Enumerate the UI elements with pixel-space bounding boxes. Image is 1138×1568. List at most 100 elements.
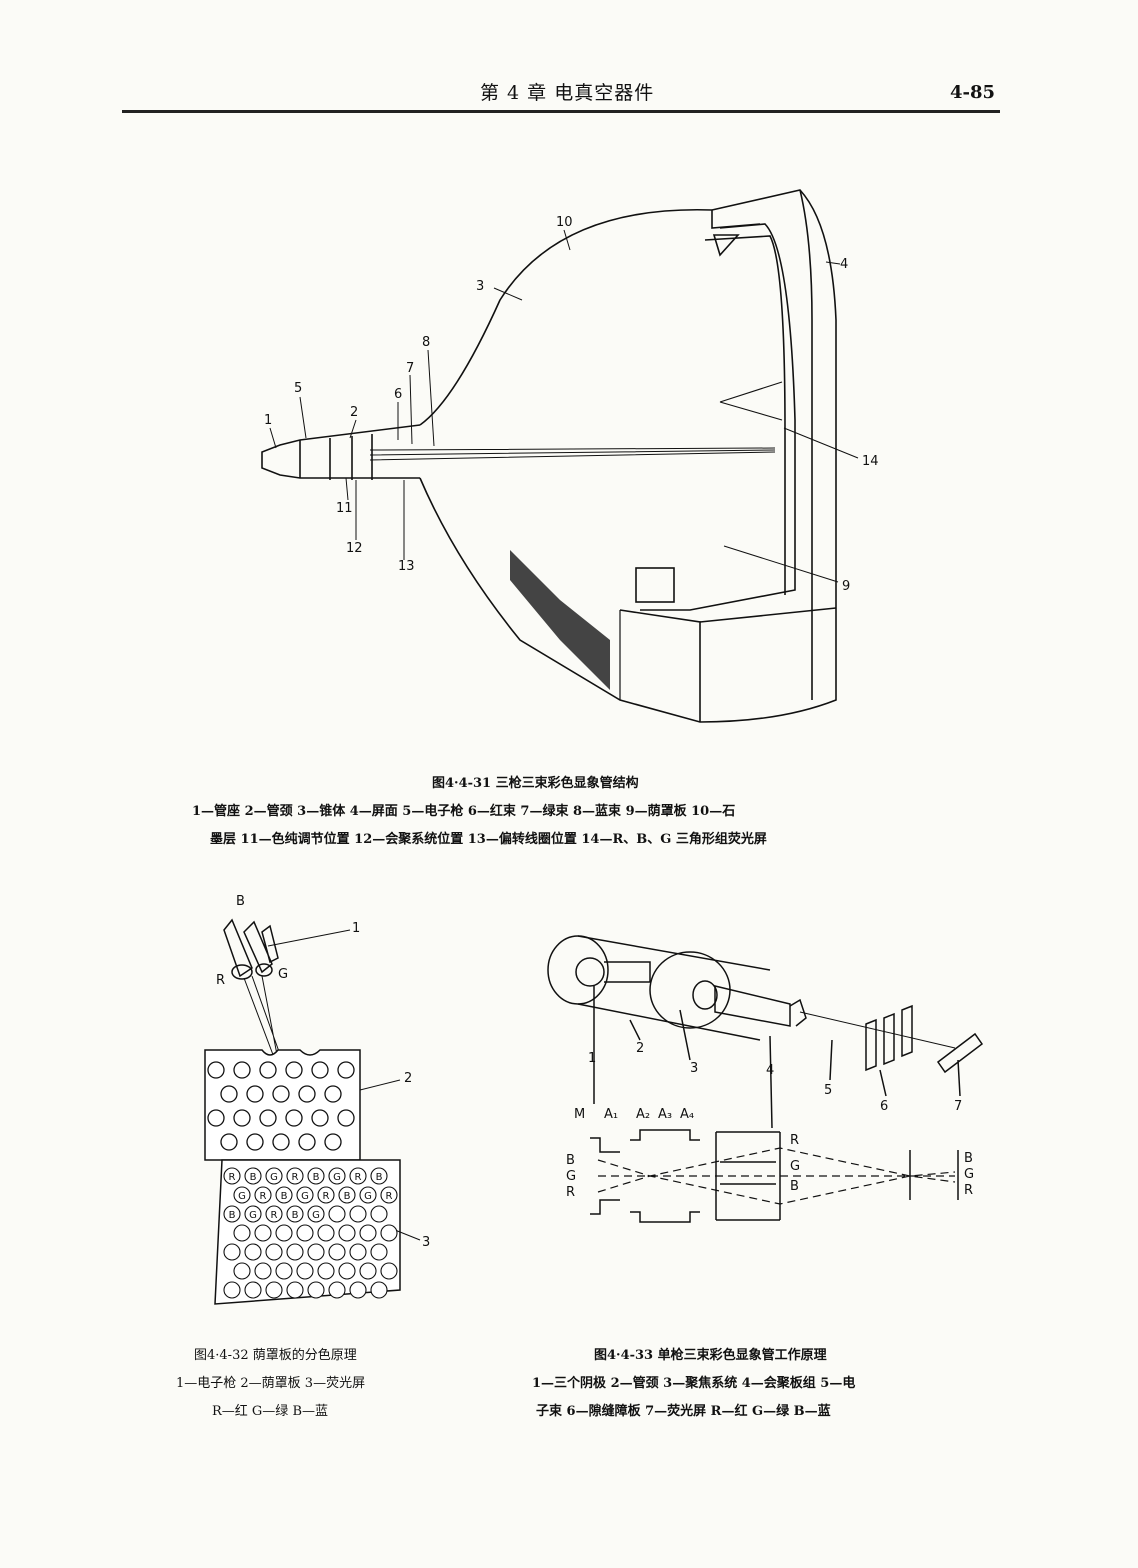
header-rule: [122, 110, 1000, 113]
mask-hole: [311, 1109, 329, 1127]
fig32-legend-line1: 1—电子枪 2—荫罩板 3—荧光屏: [176, 1376, 366, 1391]
phosphor-dot-letter: R: [292, 1172, 299, 1183]
fig32-caption-title: 图4·4-32 荫罩板的分色原理: [194, 1348, 357, 1363]
phosphor-dot-letter: R: [323, 1191, 330, 1202]
fig31-caption-title: 图4·4-31 三枪三束彩色显象管结构: [432, 776, 639, 791]
phosphor-dot: [380, 1186, 398, 1204]
fig32-label-1: 1: [352, 921, 360, 936]
phosphor-dot: [380, 1224, 398, 1242]
phosphor-dot: [370, 1167, 388, 1185]
fig32-label-r: R: [216, 973, 225, 988]
mask-hole: [259, 1061, 277, 1079]
mask-hole: [298, 1133, 316, 1151]
phosphor-dot: [223, 1167, 241, 1185]
fig33-label-5: 5: [824, 1083, 832, 1098]
phosphor-dot-letter: G: [301, 1191, 309, 1202]
phosphor-dot-letter: G: [238, 1191, 246, 1202]
phosphor-dot: [223, 1205, 241, 1223]
mask-hole: [207, 1109, 225, 1127]
fig31-label-8: 8: [422, 335, 430, 350]
phosphor-dot: [233, 1186, 251, 1204]
fig33-label-right-b: B: [964, 1151, 973, 1166]
phosphor-dot: [380, 1262, 398, 1280]
fig32-legend-line2: R—红 G—绿 B—蓝: [212, 1404, 328, 1419]
fig33-label-a1: A₁: [604, 1107, 618, 1122]
mask-hole: [220, 1133, 238, 1151]
fig31-label-6: 6: [394, 387, 402, 402]
fig33-label-mid-g: G: [790, 1159, 800, 1174]
mask-hole: [337, 1061, 355, 1079]
fig33-label-4: 4: [766, 1063, 774, 1078]
fig33-label-left-g: G: [566, 1169, 576, 1184]
mask-hole: [220, 1085, 238, 1103]
fig33-label-mid-b: B: [790, 1179, 799, 1194]
phosphor-dot-letter: B: [344, 1191, 351, 1202]
fig31-labels: 1 5 2 6 7 8 3 10 4 14 9 11 12 13: [264, 215, 879, 594]
phosphor-dot-letter: B: [376, 1172, 383, 1183]
fig31-label-1: 1: [264, 413, 272, 428]
fig33-label-right-r: R: [964, 1183, 973, 1198]
fig32-mask-holes: [207, 1061, 355, 1151]
fig33-label-a3: A₃: [658, 1107, 672, 1122]
mask-hole: [324, 1085, 342, 1103]
phosphor-dot: [370, 1281, 388, 1299]
phosphor-dot: [370, 1205, 388, 1223]
phosphor-dot-letter: G: [270, 1172, 278, 1183]
phosphor-dot: [244, 1243, 262, 1261]
phosphor-dot: [328, 1243, 346, 1261]
phosphor-dot: [254, 1262, 272, 1280]
fig31-label-9: 9: [842, 579, 850, 594]
fig33-single-gun-drawing: [547, 935, 984, 1223]
mask-hole: [233, 1061, 251, 1079]
mask-hole: [298, 1085, 316, 1103]
phosphor-dot: [223, 1243, 241, 1261]
phosphor-dot-letter: R: [271, 1210, 278, 1221]
phosphor-dot: [338, 1186, 356, 1204]
fig33-label-2: 2: [636, 1041, 644, 1056]
phosphor-dot: [328, 1281, 346, 1299]
mask-hole: [272, 1085, 290, 1103]
phosphor-dot: [286, 1167, 304, 1185]
phosphor-dot: [370, 1243, 388, 1261]
phosphor-dot: [328, 1205, 346, 1223]
phosphor-dot: [296, 1262, 314, 1280]
fig31-label-13: 13: [398, 559, 415, 574]
phosphor-dot: [275, 1262, 293, 1280]
phosphor-dot: [244, 1281, 262, 1299]
fig33-caption-title: 图4·4-33 单枪三束彩色显象管工作原理: [594, 1348, 827, 1363]
phosphor-dot: [286, 1205, 304, 1223]
phosphor-dot: [296, 1186, 314, 1204]
fig31-label-7: 7: [406, 361, 414, 376]
phosphor-dot: [359, 1224, 377, 1242]
phosphor-dot: [254, 1224, 272, 1242]
phosphor-dot-letter: R: [355, 1172, 362, 1183]
phosphor-dot: [359, 1262, 377, 1280]
fig31-label-11: 11: [336, 501, 353, 516]
phosphor-dot-letter: G: [312, 1210, 320, 1221]
mask-hole: [311, 1061, 329, 1079]
fig33-label-left-r: R: [566, 1185, 575, 1200]
phosphor-dot-letter: G: [364, 1191, 372, 1202]
page-number: 4-85: [950, 82, 996, 103]
phosphor-dot: [317, 1262, 335, 1280]
fig33-label-mid-r: R: [790, 1133, 799, 1148]
phosphor-dot-letter: R: [386, 1191, 393, 1202]
fig32-label-g: G: [278, 967, 288, 982]
phosphor-dot: [275, 1186, 293, 1204]
phosphor-dot: [338, 1262, 356, 1280]
phosphor-dot-letter: B: [292, 1210, 299, 1221]
phosphor-dot: [349, 1167, 367, 1185]
fig31-label-5: 5: [294, 381, 302, 396]
fig33-label-right-g: G: [964, 1167, 974, 1182]
phosphor-dot: [307, 1167, 325, 1185]
phosphor-dot-letter: G: [249, 1210, 257, 1221]
page-header-title: 第 4 章 电真空器件: [480, 82, 655, 104]
phosphor-dot-letter: G: [333, 1172, 341, 1183]
mask-hole: [272, 1133, 290, 1151]
phosphor-dot: [307, 1205, 325, 1223]
fig32-label-3: 3: [422, 1235, 430, 1250]
fig31-crt-drawing: [261, 189, 859, 723]
fig33-legend-line1: 1—三个阴极 2—管颈 3—聚焦系统 4—会聚板组 5—电: [532, 1376, 856, 1391]
phosphor-dot-letter: R: [260, 1191, 267, 1202]
